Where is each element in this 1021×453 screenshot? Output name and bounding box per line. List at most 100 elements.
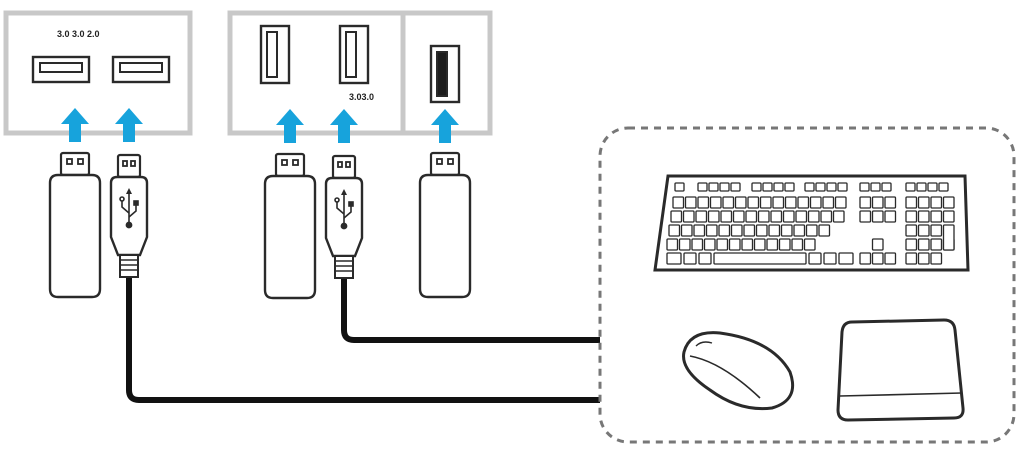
- keyboard-key: [859, 252, 872, 265]
- external-hard-drive-icon: [836, 318, 965, 422]
- keyboard-key: [720, 210, 733, 223]
- keyboard-key: [682, 210, 695, 223]
- keyboard-key: [820, 210, 833, 223]
- keyboard-key: [808, 252, 822, 265]
- keyboard-key: [803, 238, 816, 251]
- keyboard-key: [815, 182, 826, 192]
- keyboard-key: [708, 182, 719, 192]
- keyboard-key: [728, 238, 741, 251]
- keyboard-key: [791, 238, 804, 251]
- keyboard-key: [683, 252, 697, 265]
- keyboard-key: [905, 224, 918, 237]
- keyboard-key: [784, 196, 797, 209]
- usb-flash-drive-icon: [418, 151, 472, 299]
- keyboard-key: [741, 238, 754, 251]
- keyboard-key: [793, 224, 806, 237]
- usb-cable-plug-icon: [324, 154, 364, 280]
- keyboard-key: [930, 210, 943, 223]
- keyboard-key: [805, 224, 818, 237]
- keyboard-key: [916, 182, 927, 192]
- keyboard-key: [684, 196, 697, 209]
- keyboard-key: [905, 252, 918, 265]
- keyboard-key: [755, 224, 768, 237]
- keyboard-key: [859, 196, 872, 209]
- keyboard-key: [693, 224, 706, 237]
- keyboard-key: [804, 182, 815, 192]
- keyboard-key: [766, 238, 779, 251]
- keyboard-key: [703, 238, 716, 251]
- keyboard-key: [666, 238, 679, 251]
- keyboard-key: [884, 196, 897, 209]
- middle-panel-port-label: 3.03.0: [349, 92, 375, 102]
- keyboard-key: [930, 224, 943, 237]
- keyboard-key: [745, 210, 758, 223]
- keyboard-key: [905, 182, 916, 192]
- keyboard-key: [732, 210, 745, 223]
- keyboard-key: [942, 196, 955, 209]
- keyboard-key: [782, 210, 795, 223]
- keyboard-key: [807, 210, 820, 223]
- keyboard-key: [672, 196, 685, 209]
- keyboard-key: [917, 238, 930, 251]
- keyboard-key: [716, 238, 729, 251]
- keyboard-key: [751, 182, 762, 192]
- keyboard-key: [871, 252, 884, 265]
- keyboard-key: [759, 196, 772, 209]
- keyboard-key: [722, 196, 735, 209]
- keyboard-key: [838, 252, 854, 265]
- keyboard-key: [678, 238, 691, 251]
- keyboard-key: [826, 182, 837, 192]
- keyboard-key: [884, 210, 897, 223]
- usb-cable-plug-icon: [109, 153, 149, 279]
- keyboard-key: [753, 238, 766, 251]
- keyboard-key: [695, 210, 708, 223]
- keyboard-key: [859, 210, 872, 223]
- keyboard-key: [697, 196, 710, 209]
- keyboard-key: [773, 182, 784, 192]
- keyboard-key: [823, 252, 837, 265]
- keyboard-key: [747, 196, 760, 209]
- keyboard-key: [871, 196, 884, 209]
- keyboard-key: [942, 224, 955, 251]
- keyboard-key: [757, 210, 770, 223]
- usb-cables: [126, 277, 600, 403]
- keyboard-key: [917, 224, 930, 237]
- keyboard-key: [832, 210, 845, 223]
- keyboard-key: [719, 182, 730, 192]
- keyboard-key: [670, 210, 683, 223]
- keyboard-key: [938, 182, 949, 192]
- keyboard-key: [697, 182, 708, 192]
- usb-port-icon: [259, 24, 291, 85]
- keyboard-key: [870, 182, 881, 192]
- keyboard-key: [917, 252, 930, 265]
- keyboard-key: [834, 196, 847, 209]
- usb-flash-drive-icon: [48, 151, 102, 299]
- keyboard-key: [930, 252, 943, 265]
- keyboard-key: [668, 224, 681, 237]
- usb-port-icon: [111, 55, 171, 84]
- usb-port-icon: [31, 55, 91, 84]
- keyboard-key: [780, 224, 793, 237]
- mouse-icon: [682, 331, 795, 411]
- keyboard-key: [709, 196, 722, 209]
- keyboard-key: [707, 210, 720, 223]
- keyboard-key: [730, 182, 741, 192]
- keyboard-key: [905, 196, 918, 209]
- keyboard-key: [730, 224, 743, 237]
- keyboard-icon: [653, 174, 970, 272]
- keyboard-key: [917, 210, 930, 223]
- keyboard-key: [666, 252, 682, 265]
- keyboard-key: [795, 210, 808, 223]
- keyboard-key: [871, 238, 884, 251]
- keyboard-key: [691, 238, 704, 251]
- keyboard-key: [772, 196, 785, 209]
- keyboard-key: [818, 224, 831, 237]
- middle-port-panel: [227, 10, 493, 136]
- keyboard-key: [734, 196, 747, 209]
- keyboard-key: [884, 252, 897, 265]
- keyboard-key: [837, 182, 848, 192]
- keyboard-key: [930, 238, 943, 251]
- keyboard-key: [859, 182, 870, 192]
